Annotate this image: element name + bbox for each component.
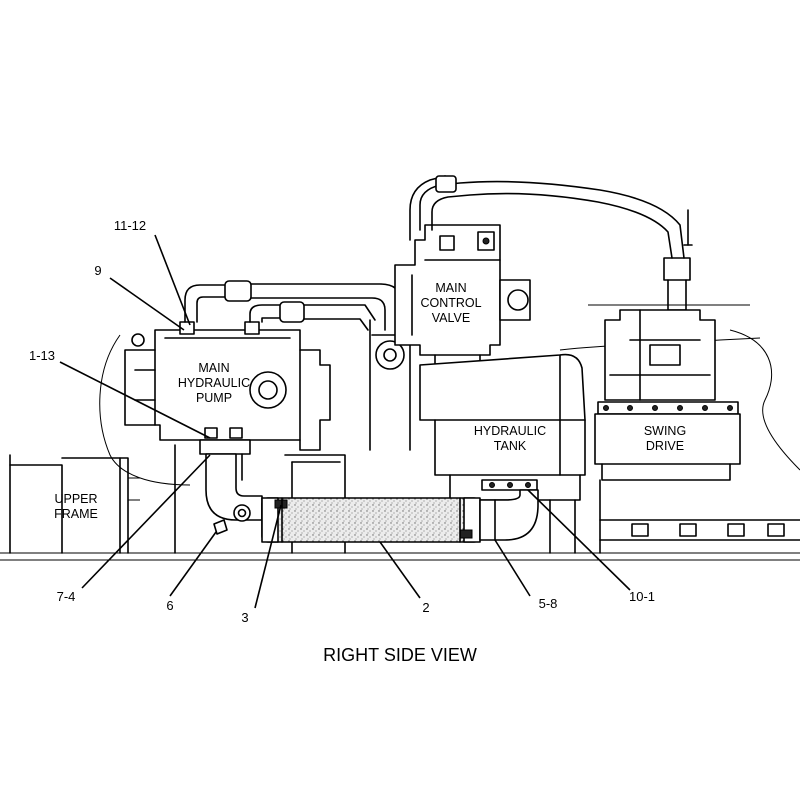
callout-1-13: 1-13 [29, 348, 55, 363]
swing-drive-label-line1: SWING [644, 424, 686, 438]
swing-drive-hose [409, 175, 693, 311]
swing-drive-label-line2: DRIVE [646, 439, 684, 453]
callout-6: 6 [166, 598, 173, 613]
callout-labels: 11-12 9 1-13 7-4 6 3 2 5-8 10-1 [29, 218, 655, 625]
callout-3: 3 [241, 610, 248, 625]
leader-1-13 [59, 361, 211, 439]
callout-7-4: 7-4 [57, 589, 76, 604]
suction-elbow-pump [199, 439, 263, 535]
upper-frame-label-line2: FRAME [54, 507, 98, 521]
pump-pressure-hoses [184, 280, 401, 331]
callout-9: 9 [94, 263, 101, 278]
callout-10-1: 10-1 [629, 589, 655, 604]
control-valve-label-line2: CONTROL [420, 296, 481, 310]
pump-label-line1: MAIN [198, 361, 229, 375]
hydraulic-tank: HYDRAULIC TANK [419, 353, 586, 554]
swing-drive-motor [597, 309, 739, 415]
callout-leaders [59, 234, 631, 609]
leader-9 [109, 277, 185, 331]
pump-label-line2: HYDRAULIC [178, 376, 250, 390]
main-control-valve: MAIN CONTROL VALVE [369, 224, 531, 451]
leader-6 [169, 531, 217, 597]
control-valve-label-line3: VALVE [432, 311, 470, 325]
hydraulic-tank-label-line2: TANK [494, 439, 527, 453]
leader-2 [379, 541, 421, 599]
suction-hose [261, 497, 481, 543]
view-caption: RIGHT SIDE VIEW [323, 645, 477, 665]
callout-5-8: 5-8 [539, 596, 558, 611]
main-hydraulic-pump: MAIN HYDRAULIC PUMP [124, 321, 331, 451]
leader-11-12 [154, 234, 191, 326]
pump-label-line3: PUMP [196, 391, 232, 405]
swing-drive: SWING DRIVE [594, 413, 800, 554]
upper-frame: UPPER FRAME [9, 454, 140, 554]
leader-7-4 [81, 454, 211, 589]
upper-frame-label-line1: UPPER [54, 492, 97, 506]
callout-2: 2 [422, 600, 429, 615]
leader-3 [254, 504, 282, 609]
callout-11-12: 11-12 [114, 218, 146, 233]
suction-elbow-tank [479, 489, 539, 541]
hydraulic-tank-label-line1: HYDRAULIC [474, 424, 546, 438]
control-valve-label-line1: MAIN [435, 281, 466, 295]
leader-10-1 [527, 489, 631, 591]
leader-5-8 [494, 539, 531, 597]
